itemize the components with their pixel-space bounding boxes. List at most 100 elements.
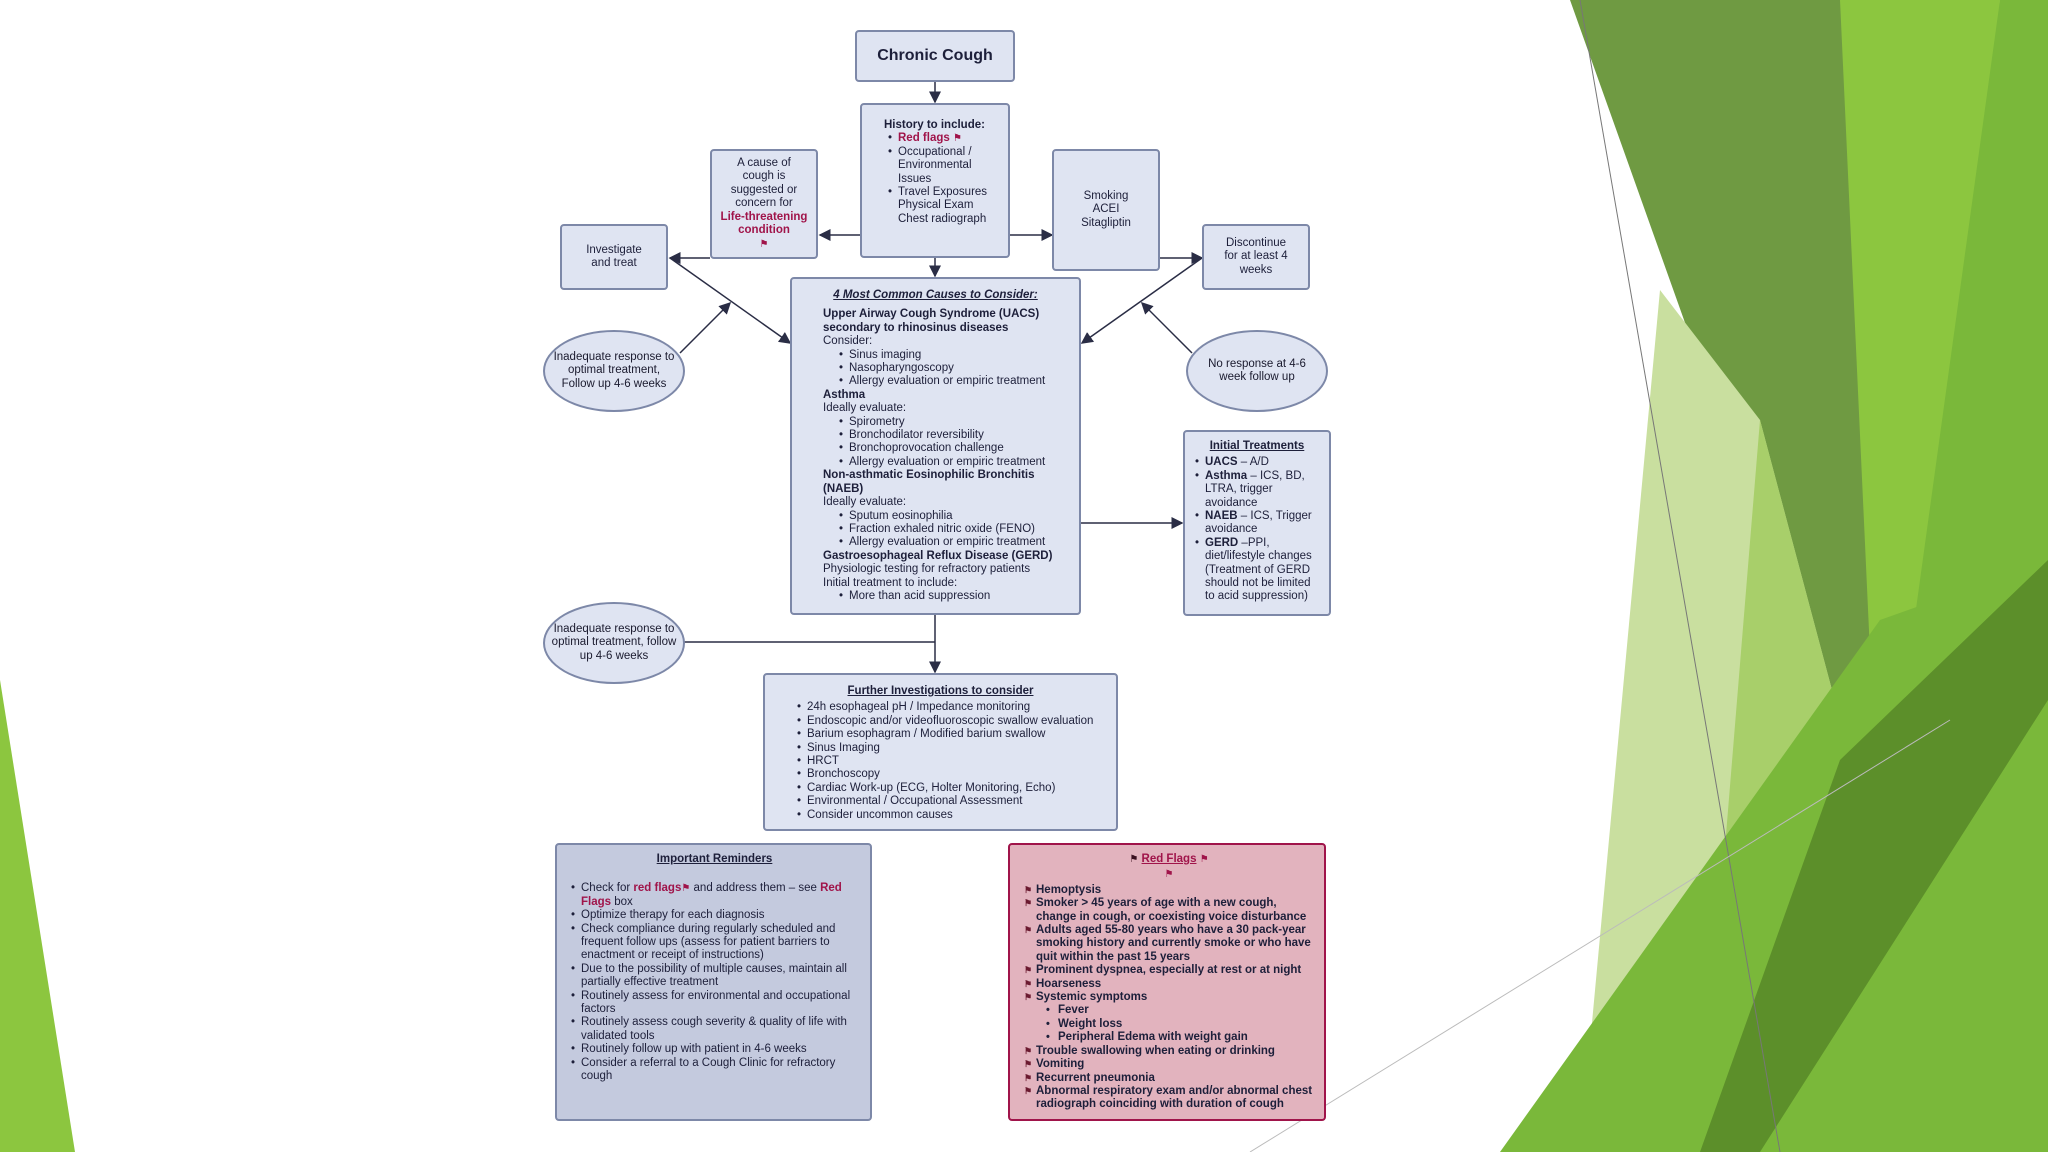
thin-line xyxy=(1579,0,1781,1152)
red-flags-list: Trouble swallowing when eating or drinki… xyxy=(1024,1045,1314,1112)
reminder-item: Due to the possibility of multiple cause… xyxy=(569,963,860,990)
asthma-list: Spirometry Bronchodilator reversibility … xyxy=(823,416,1071,470)
further-item: 24h esophageal pH / Impedance monitoring xyxy=(795,701,1106,715)
uacs-item: Allergy evaluation or empiric treatment xyxy=(837,375,1071,389)
uacs-item: Nasopharyngoscopy xyxy=(837,362,1071,376)
further-item: Consider uncommon causes xyxy=(795,809,1106,823)
gerd-sub: Initial treatment to include: xyxy=(823,576,958,589)
no-response-oval: No response at 4-6 week follow up xyxy=(1186,330,1328,412)
chronic-cough-title: Chronic Cough xyxy=(877,47,993,65)
gerd-list: More than acid suppression xyxy=(823,590,1071,604)
inadequate-response-oval-bottom: Inadequate response to optimal treatment… xyxy=(543,602,685,684)
further-investigations-heading: Further Investigations to consider xyxy=(847,685,1034,697)
important-reminders-heading: Important Reminders xyxy=(656,853,773,865)
uacs-sub: Consider: xyxy=(823,335,873,348)
common-causes-box: 4 Most Common Causes to Consider: Upper … xyxy=(790,277,1081,615)
initial-item-text: –PPI, diet/lifestyle changes (Treatment … xyxy=(1205,536,1312,603)
naeb-sub: Ideally evaluate: xyxy=(823,496,907,509)
red-flag-item: Trouble swallowing when eating or drinki… xyxy=(1024,1045,1314,1059)
discontinue-text: Discontinue for at least 4 weeks xyxy=(1224,236,1288,276)
initial-item: NAEB – ICS, Trigger avoidance xyxy=(1193,510,1321,537)
red-flag-item: Adults aged 55-80 years who have a 30 pa… xyxy=(1024,924,1314,964)
initial-item: Asthma – ICS, BD, LTRA, trigger avoidanc… xyxy=(1193,470,1321,510)
red-flag-item: Hoarseness xyxy=(1024,978,1314,992)
further-item: HRCT xyxy=(795,755,1106,769)
history-item: Occupational / Environmental Issues xyxy=(886,146,998,186)
initial-item-label: Asthma xyxy=(1205,469,1248,482)
further-item: Endoscopic and/or videofluoroscopic swal… xyxy=(795,715,1106,729)
chronic-cough-title-box: Chronic Cough xyxy=(855,30,1015,82)
smoking-item: Sitagliptin xyxy=(1081,216,1131,229)
smoking-box: Smoking ACEI Sitagliptin xyxy=(1052,149,1160,271)
red-flags-box: ⚑ Red Flags ⚑ ⚑ Hemoptysis Smoker > 45 y… xyxy=(1008,843,1326,1121)
gerd-item: More than acid suppression xyxy=(837,590,1071,604)
thin-line xyxy=(1249,719,1951,1152)
left-green-shape xyxy=(0,680,75,1152)
life-threatening-text: Life-threatening condition xyxy=(720,210,808,237)
red-flag-item: Prominent dyspnea, especially at rest or… xyxy=(1024,964,1314,978)
flag-icon: ⚑ xyxy=(952,133,962,145)
cause-suggested-box: A cause of cough is suggested or concern… xyxy=(710,149,818,259)
initial-item-label: NAEB xyxy=(1205,510,1238,523)
flag-icon: ⚑ xyxy=(759,238,769,250)
common-causes-heading: 4 Most Common Causes to Consider: xyxy=(833,289,1038,301)
red-flag-item: Recurrent pneumonia xyxy=(1024,1072,1314,1086)
reminder-item: Routinely follow up with patient in 4-6 … xyxy=(569,1043,860,1057)
red-flag-item: Vomiting xyxy=(1024,1058,1314,1072)
reminder-text: and address them – see xyxy=(690,882,821,895)
important-reminders-list: Check for red flags⚑ and address them – … xyxy=(569,882,860,1083)
asthma-item: Bronchoprovocation challenge xyxy=(837,442,1071,456)
initial-treatments-list: UACS – A/D Asthma – ICS, BD, LTRA, trigg… xyxy=(1193,456,1321,603)
initial-item-text: – A/D xyxy=(1237,456,1269,469)
history-heading: History to include: xyxy=(884,119,985,131)
flag-icon: ⚑ xyxy=(1129,854,1139,865)
initial-item-text: – ICS, Trigger avoidance xyxy=(1205,510,1312,536)
initial-item-text: – ICS, BD, LTRA, trigger avoidance xyxy=(1205,469,1305,509)
initial-item-label: UACS xyxy=(1205,456,1238,469)
further-item: Barium esophagram / Modified barium swal… xyxy=(795,728,1106,742)
further-item: Sinus Imaging xyxy=(795,742,1106,756)
investigate-treat-box: Investigate and treat xyxy=(560,224,668,290)
red-flag-item: Hemoptysis xyxy=(1024,884,1314,898)
history-item: Travel Exposures xyxy=(886,186,998,200)
red-flags-text: Red Flags xyxy=(581,882,842,908)
systemic-item: Peripheral Edema with weight gain xyxy=(1046,1031,1314,1045)
asthma-title: Asthma xyxy=(823,388,866,401)
reminder-item: Routinely assess cough severity & qualit… xyxy=(569,1016,860,1043)
naeb-title: Non-asthmatic Eosinophilic Bronchitis (N… xyxy=(823,469,1035,495)
naeb-item: Allergy evaluation or empiric treatment xyxy=(837,536,1071,550)
asthma-item: Bronchodilator reversibility xyxy=(837,429,1071,443)
initial-treatments-heading: Initial Treatments xyxy=(1209,440,1305,452)
reminder-item: Check compliance during regularly schedu… xyxy=(569,923,860,963)
uacs-title: Upper Airway Cough Syndrome (UACS) secon… xyxy=(823,308,1040,334)
asthma-item: Spirometry xyxy=(837,416,1071,430)
systemic-item: Fever xyxy=(1046,1004,1314,1018)
discontinue-box: Discontinue for at least 4 weeks xyxy=(1202,224,1310,290)
flag-icon: ⚑ xyxy=(1199,854,1209,865)
asthma-item: Allergy evaluation or empiric treatment xyxy=(837,456,1071,470)
further-investigations-box: Further Investigations to consider 24h e… xyxy=(763,673,1118,831)
uacs-item: Sinus imaging xyxy=(837,349,1071,363)
gerd-sub: Physiologic testing for refractory patie… xyxy=(823,563,1031,576)
red-flags-list: Hemoptysis Smoker > 45 years of age with… xyxy=(1024,884,1314,1005)
gerd-title: Gastroesophageal Reflux Disease (GERD) xyxy=(823,549,1053,562)
reminder-item: Optimize therapy for each diagnosis xyxy=(569,909,860,923)
history-tail: Physical Exam xyxy=(898,199,974,212)
important-reminders-box: Important Reminders Check for red flags⚑… xyxy=(555,843,872,1121)
initial-treatments-box: Initial Treatments UACS – A/D Asthma – I… xyxy=(1183,430,1331,616)
red-flags-text: Red flags xyxy=(898,132,950,145)
red-flags-text: red flags xyxy=(633,882,682,895)
reminder-text: Check for xyxy=(581,882,634,895)
reminder-text: box xyxy=(611,895,633,908)
red-flag-item: Smoker > 45 years of age with a new coug… xyxy=(1024,897,1314,924)
reminder-item: Consider a referral to a Cough Clinic fo… xyxy=(569,1057,860,1084)
history-list: Red flags ⚑ Occupational / Environmental… xyxy=(886,132,998,199)
initial-item: UACS – A/D xyxy=(1193,456,1321,470)
reminder-item: Check for red flags⚑ and address them – … xyxy=(569,882,860,909)
further-item: Cardiac Work-up (ECG, Holter Monitoring,… xyxy=(795,782,1106,796)
naeb-list: Sputum eosinophilia Fraction exhaled nit… xyxy=(823,510,1071,551)
initial-item-label: GERD xyxy=(1205,536,1239,549)
smoking-item: ACEI xyxy=(1092,203,1120,216)
further-item: Bronchoscopy xyxy=(795,768,1106,782)
